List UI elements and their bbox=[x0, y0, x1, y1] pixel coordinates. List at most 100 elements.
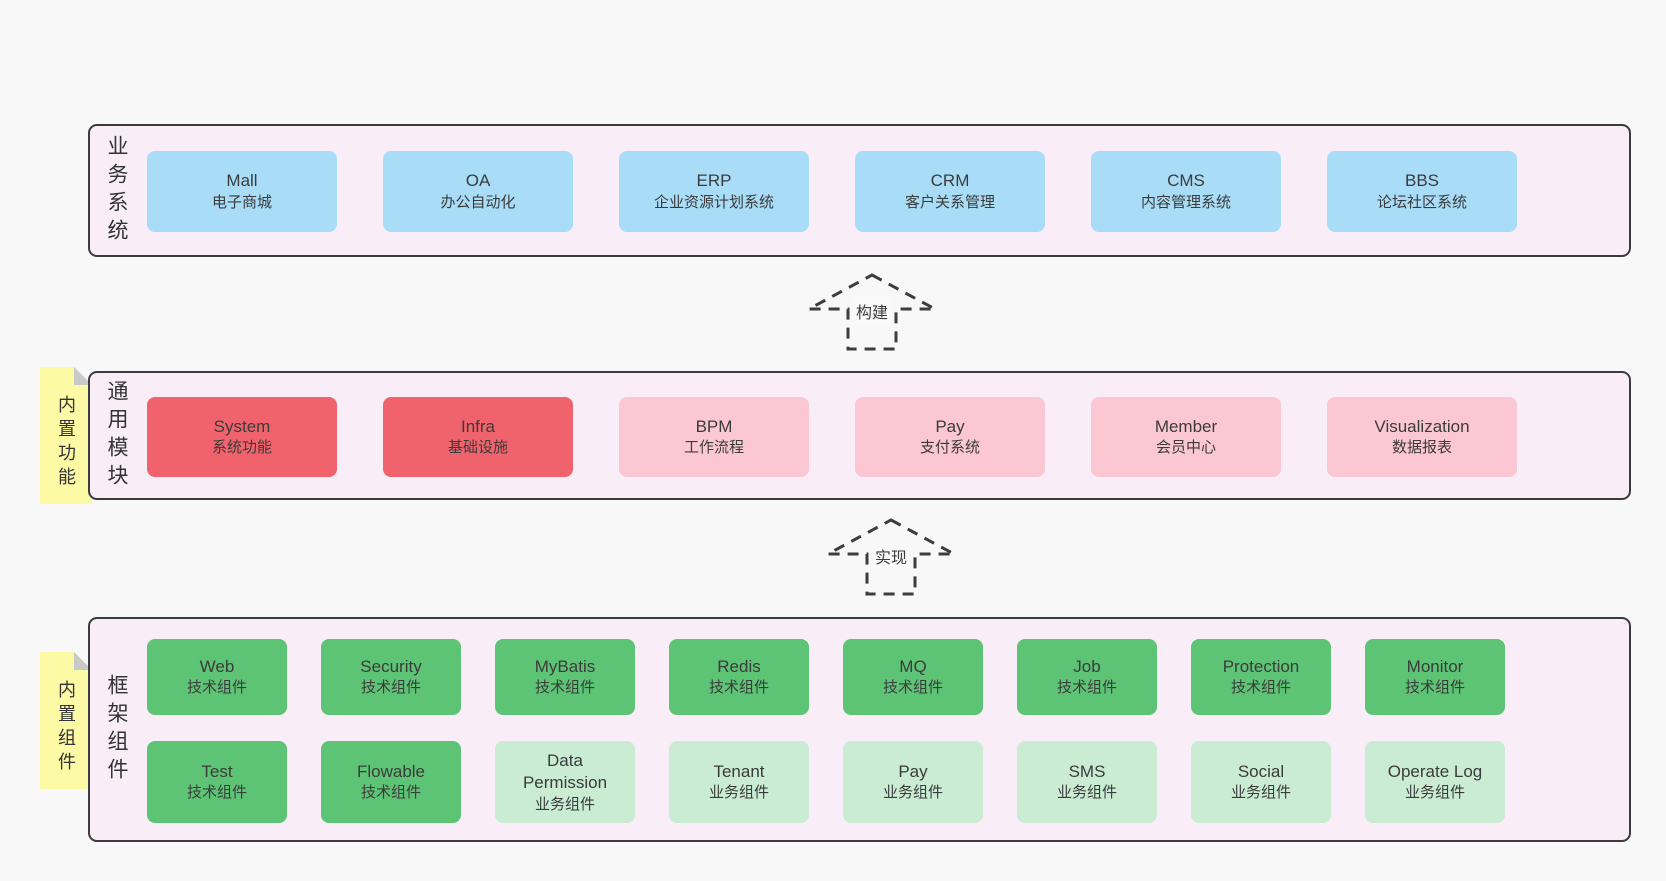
box-subtitle: 会员中心 bbox=[1155, 439, 1216, 457]
box-title: Mall bbox=[226, 171, 258, 191]
box-infra: Infra 基础设施 bbox=[383, 397, 573, 477]
arrow-label: 构建 bbox=[852, 297, 892, 325]
box-subtitle: 技术组件 bbox=[1404, 679, 1465, 697]
box-subtitle: 工作流程 bbox=[683, 439, 744, 457]
box-title: OA bbox=[465, 171, 491, 191]
band-business-systems: 业务系统 Mall 电子商城 OA 办公自动化 ERP 企业资源计划系统 CRM… bbox=[88, 124, 1631, 257]
box-title: Redis bbox=[717, 656, 761, 676]
box-title: SMS bbox=[1068, 761, 1106, 781]
box-flowable: Flowable 技术组件 bbox=[321, 741, 461, 823]
box-subtitle: 技术组件 bbox=[360, 784, 421, 802]
box-title: Pay bbox=[898, 761, 928, 781]
box-oa: OA 办公自动化 bbox=[383, 151, 573, 232]
box-subtitle: 技术组件 bbox=[186, 679, 247, 697]
box-subtitle: 业务组件 bbox=[534, 795, 595, 813]
common-modules-row: System 系统功能 Infra 基础设施 BPM 工作流程 Pay 支付系统… bbox=[147, 397, 1517, 477]
box-title: System bbox=[213, 416, 271, 436]
box-title: Tenant bbox=[713, 761, 765, 781]
box-cms: CMS 内容管理系统 bbox=[1091, 151, 1281, 232]
box-subtitle: 企业资源计划系统 bbox=[653, 193, 774, 211]
box-member: Member 会员中心 bbox=[1091, 397, 1281, 477]
box-operate-log: Operate Log 业务组件 bbox=[1365, 741, 1505, 823]
box-title: BBS bbox=[1404, 171, 1440, 191]
box-title: Operate Log bbox=[1387, 761, 1483, 781]
box-bbs: BBS 论坛社区系统 bbox=[1327, 151, 1517, 232]
box-subtitle: 论坛社区系统 bbox=[1376, 193, 1467, 211]
band-label-common-modules: 通用模块 bbox=[105, 379, 128, 492]
box-subtitle: 技术组件 bbox=[534, 679, 595, 697]
box-subtitle: 技术组件 bbox=[882, 679, 943, 697]
box-subtitle: 数据报表 bbox=[1391, 439, 1452, 457]
box-title: MQ bbox=[899, 656, 927, 676]
box-subtitle: 业务组件 bbox=[1230, 784, 1291, 802]
box-test: Test 技术组件 bbox=[147, 741, 287, 823]
box-social: Social 业务组件 bbox=[1191, 741, 1331, 823]
box-subtitle: 业务组件 bbox=[882, 784, 943, 802]
box-security: Security 技术组件 bbox=[321, 639, 461, 715]
box-pay-module: Pay 支付系统 bbox=[855, 397, 1045, 477]
box-subtitle: 基础设施 bbox=[447, 439, 508, 457]
box-pay-component: Pay 业务组件 bbox=[843, 741, 983, 823]
box-title: CMS bbox=[1167, 171, 1205, 191]
box-subtitle: 业务组件 bbox=[1056, 784, 1117, 802]
box-title: BPM bbox=[695, 416, 733, 436]
arrow-label: 实现 bbox=[871, 542, 911, 570]
box-title: Test bbox=[201, 761, 233, 781]
box-mq: MQ 技术组件 bbox=[843, 639, 983, 715]
box-job: Job 技术组件 bbox=[1017, 639, 1157, 715]
box-title: CRM bbox=[930, 171, 970, 191]
arrow-up-icon bbox=[808, 273, 936, 351]
framework-components-row-1: Web 技术组件 Security 技术组件 MyBatis 技术组件 Redi… bbox=[147, 639, 1505, 715]
box-title: ERP bbox=[696, 171, 732, 191]
business-systems-row: Mall 电子商城 OA 办公自动化 ERP 企业资源计划系统 CRM 客户关系… bbox=[147, 151, 1517, 232]
band-common-modules: 通用模块 System 系统功能 Infra 基础设施 BPM 工作流程 Pay… bbox=[88, 371, 1631, 500]
box-subtitle: 业务组件 bbox=[1404, 784, 1465, 802]
box-subtitle: 客户关系管理 bbox=[904, 193, 995, 211]
box-tenant: Tenant 业务组件 bbox=[669, 741, 809, 823]
box-title: Social bbox=[1237, 761, 1285, 781]
arrow-up-icon bbox=[827, 518, 955, 596]
box-title: Job bbox=[1073, 656, 1101, 676]
box-visualization: Visualization 数据报表 bbox=[1327, 397, 1517, 477]
box-subtitle: 电子商城 bbox=[211, 193, 272, 211]
box-title: Data Permission bbox=[522, 750, 608, 793]
box-mybatis: MyBatis 技术组件 bbox=[495, 639, 635, 715]
sticky-built-in-components: 内置组件 bbox=[40, 652, 92, 789]
box-title: Visualization bbox=[1374, 416, 1470, 436]
box-title: Infra bbox=[460, 416, 496, 436]
box-subtitle: 技术组件 bbox=[1056, 679, 1117, 697]
box-mall: Mall 电子商城 bbox=[147, 151, 337, 232]
sticky-label: 内置功能 bbox=[56, 394, 76, 491]
box-subtitle: 技术组件 bbox=[1230, 679, 1291, 697]
box-erp: ERP 企业资源计划系统 bbox=[619, 151, 809, 232]
box-title: Protection bbox=[1222, 656, 1300, 676]
box-subtitle: 办公自动化 bbox=[440, 193, 516, 211]
box-subtitle: 支付系统 bbox=[919, 439, 980, 457]
box-bpm: BPM 工作流程 bbox=[619, 397, 809, 477]
box-sms: SMS 业务组件 bbox=[1017, 741, 1157, 823]
box-title: Monitor bbox=[1406, 656, 1464, 676]
box-title: Pay bbox=[935, 416, 965, 436]
box-subtitle: 系统功能 bbox=[211, 439, 272, 457]
box-crm: CRM 客户关系管理 bbox=[855, 151, 1045, 232]
box-protection: Protection 技术组件 bbox=[1191, 639, 1331, 715]
box-subtitle: 业务组件 bbox=[708, 784, 769, 802]
box-subtitle: 技术组件 bbox=[186, 784, 247, 802]
box-subtitle: 技术组件 bbox=[360, 679, 421, 697]
box-data-permission: Data Permission 业务组件 bbox=[495, 741, 635, 823]
box-title: Member bbox=[1154, 416, 1218, 436]
box-redis: Redis 技术组件 bbox=[669, 639, 809, 715]
box-title: Flowable bbox=[356, 761, 426, 781]
box-system: System 系统功能 bbox=[147, 397, 337, 477]
band-label-business-systems: 业务系统 bbox=[105, 134, 128, 247]
box-subtitle: 技术组件 bbox=[708, 679, 769, 697]
sticky-label: 内置组件 bbox=[56, 679, 76, 776]
box-title: MyBatis bbox=[534, 656, 596, 676]
band-label-framework-components: 框架组件 bbox=[105, 673, 128, 786]
box-web: Web 技术组件 bbox=[147, 639, 287, 715]
framework-components-row-2: Test 技术组件 Flowable 技术组件 Data Permission … bbox=[147, 741, 1505, 823]
sticky-built-in-features: 内置功能 bbox=[40, 367, 92, 504]
band-framework-components: 框架组件 Web 技术组件 Security 技术组件 MyBatis 技术组件… bbox=[88, 617, 1631, 842]
arrow-build: 构建 bbox=[807, 273, 937, 351]
